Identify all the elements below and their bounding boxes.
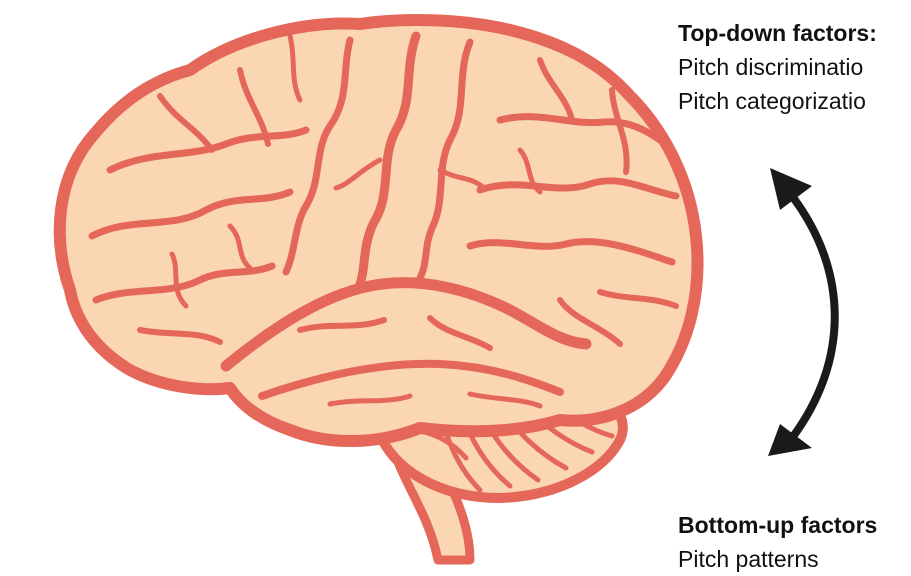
double-headed-arrow-icon bbox=[740, 160, 870, 470]
brain-illustration-icon bbox=[40, 12, 710, 568]
bottom-up-item: Pitch patterns bbox=[678, 542, 877, 576]
arrow-head-bottom bbox=[768, 424, 812, 456]
bottom-up-heading: Bottom-up factors bbox=[678, 508, 877, 542]
top-down-item: Pitch discriminatio bbox=[678, 50, 877, 84]
bottom-up-factors: Bottom-up factors Pitch patterns bbox=[678, 508, 877, 576]
arrow-head-top bbox=[770, 168, 812, 210]
cerebrum-shape bbox=[60, 20, 698, 441]
arrow-curve bbox=[792, 196, 835, 438]
cerebrum bbox=[60, 20, 698, 441]
top-down-heading: Top-down factors: bbox=[678, 16, 877, 50]
top-down-item: Pitch categorizatio bbox=[678, 84, 877, 118]
top-down-factors: Top-down factors: Pitch discriminatio Pi… bbox=[678, 16, 877, 118]
